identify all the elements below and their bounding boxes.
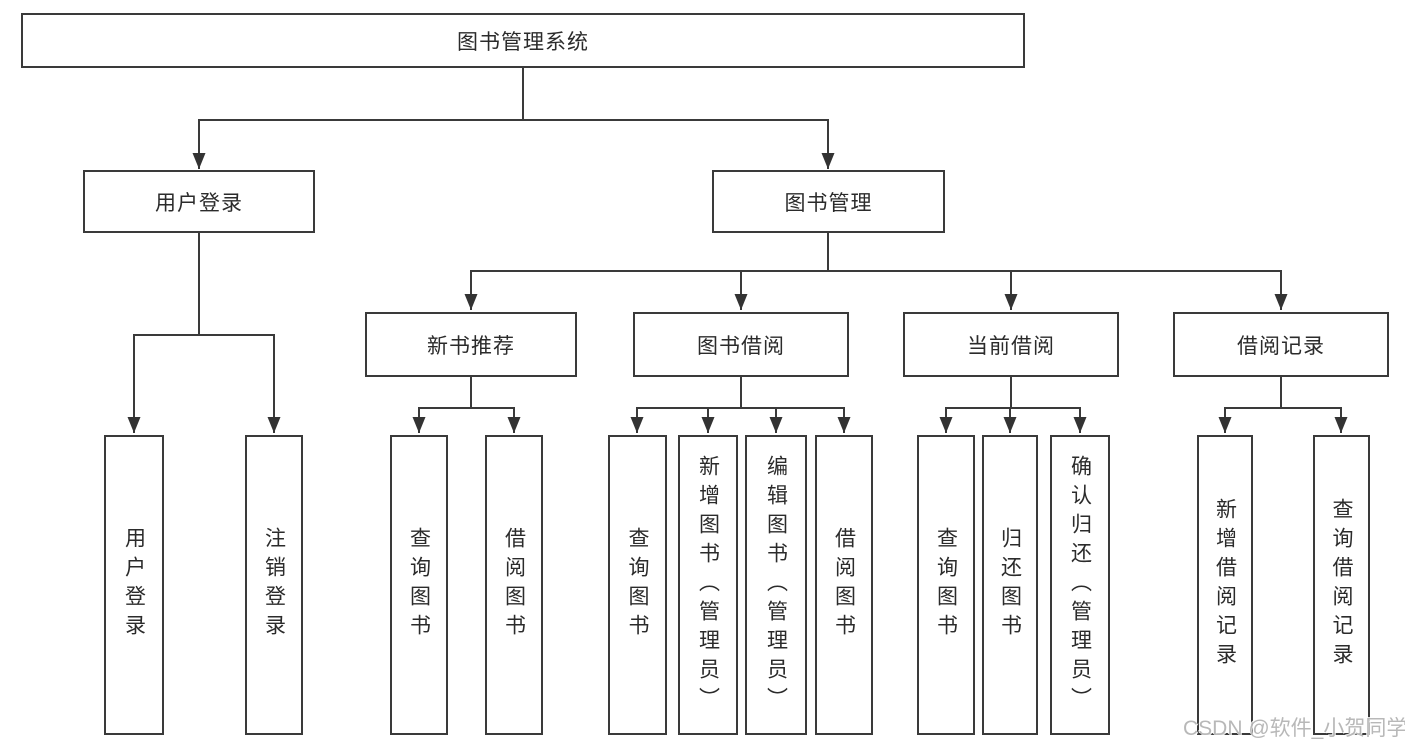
leaf-user-login: 用户登录: [104, 435, 164, 735]
csdn-watermark: CSDN @软件_小贺同学: [1183, 717, 1405, 740]
node-borrowing-records: 借阅记录: [1173, 312, 1389, 377]
node-root-library-system: 图书管理系统: [21, 13, 1025, 68]
node-label: 用户登录: [155, 191, 243, 215]
leaf-label: 归还图书: [998, 527, 1022, 643]
leaf-label: 新增借阅记录: [1213, 498, 1237, 672]
leaf-label: 确认归还（管理员）: [1068, 454, 1092, 716]
node-label: 图书借阅: [697, 334, 785, 358]
leaf-current-confirm-return-admin: 确认归还（管理员）: [1050, 435, 1110, 735]
leaf-recommend-query-book: 查询图书: [390, 435, 448, 735]
node-label: 新书推荐: [427, 334, 515, 358]
leaf-borrowing-add-book-admin: 新增图书（管理员）: [678, 435, 738, 735]
node-user-login: 用户登录: [83, 170, 315, 233]
node-current-borrowing: 当前借阅: [903, 312, 1119, 377]
node-book-borrowing: 图书借阅: [633, 312, 849, 377]
node-new-book-recommend: 新书推荐: [365, 312, 577, 377]
leaf-label: 编辑图书（管理员）: [764, 454, 788, 716]
node-label: 当前借阅: [967, 334, 1055, 358]
leaf-label: 查询图书: [934, 527, 958, 643]
leaf-logout: 注销登录: [245, 435, 303, 735]
leaf-label: 查询图书: [407, 527, 431, 643]
leaf-current-query-book: 查询图书: [917, 435, 975, 735]
leaf-borrowing-query-book: 查询图书: [608, 435, 667, 735]
leaf-label: 查询图书: [626, 527, 649, 643]
node-book-management: 图书管理: [712, 170, 945, 233]
leaf-recommend-borrow-book: 借阅图书: [485, 435, 543, 735]
leaf-label: 借阅图书: [502, 527, 526, 643]
leaf-borrowing-edit-book-admin: 编辑图书（管理员）: [745, 435, 807, 735]
leaf-label: 用户登录: [122, 527, 146, 643]
leaf-label: 注销登录: [262, 527, 286, 643]
node-label: 图书管理系统: [457, 30, 589, 54]
leaf-borrowing-borrow-book: 借阅图书: [815, 435, 873, 735]
leaf-label: 新增图书（管理员）: [696, 454, 720, 716]
leaf-current-return-book: 归还图书: [982, 435, 1038, 735]
leaf-label: 查询借阅记录: [1330, 498, 1353, 672]
node-label: 借阅记录: [1237, 334, 1325, 358]
leaf-label: 借阅图书: [832, 527, 856, 643]
leaf-records-query-record: 查询借阅记录: [1313, 435, 1370, 735]
leaf-records-add-record: 新增借阅记录: [1197, 435, 1253, 735]
node-label: 图书管理: [784, 191, 873, 215]
